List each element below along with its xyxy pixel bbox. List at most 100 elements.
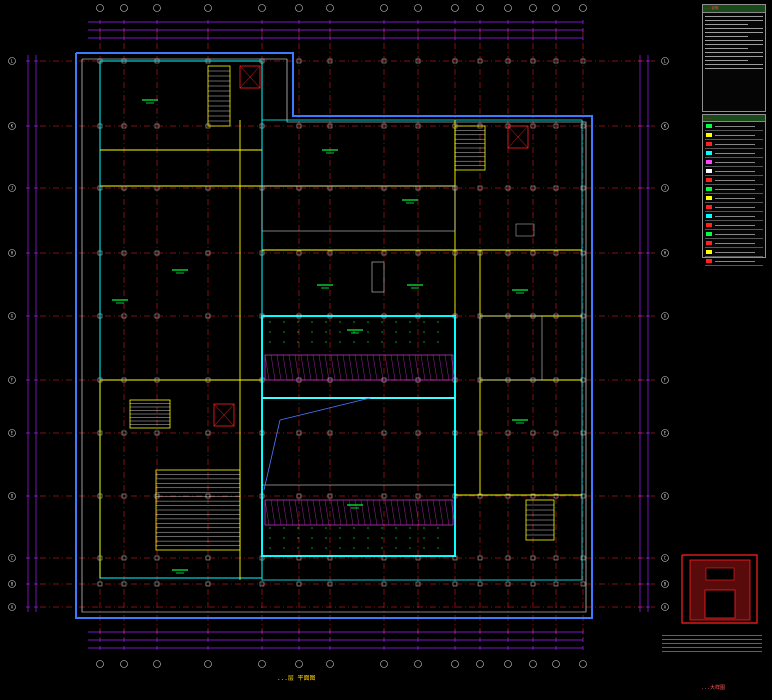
axis-bubble-number [552, 4, 560, 12]
structural-column [97, 123, 103, 129]
structural-column [121, 430, 127, 436]
structural-column [259, 58, 265, 64]
detail-note-line [662, 647, 762, 648]
axis-bubble-letter [8, 580, 16, 588]
hatch-dot [353, 537, 355, 539]
structural-column [154, 58, 160, 64]
notes-line [705, 24, 749, 25]
structural-column [381, 493, 387, 499]
structural-column [381, 123, 387, 129]
hatch-line [366, 354, 372, 381]
elevator-shaft [239, 65, 261, 89]
hatch-line [336, 499, 342, 526]
hatch-line [360, 354, 366, 381]
axis-bubble-number [96, 4, 104, 12]
structural-column [121, 250, 127, 256]
hatch-line [354, 354, 360, 381]
hatch-dot [409, 537, 411, 539]
structural-column [381, 430, 387, 436]
legend-text-line [715, 153, 755, 154]
hatch-dot [395, 321, 397, 323]
hatch-line [348, 499, 354, 526]
structural-column [553, 430, 559, 436]
legend-row [705, 240, 763, 248]
axis-bubble-number [204, 4, 212, 12]
axis-bubble-number [258, 660, 266, 668]
hatch-dot [423, 547, 425, 549]
hatch-line [384, 354, 390, 381]
hatch-dot [269, 527, 271, 529]
hatch-dot [325, 527, 327, 529]
hatch-line [390, 499, 396, 526]
structural-column [259, 493, 265, 499]
elevator-shaft [213, 403, 235, 427]
hatch-line [300, 354, 306, 381]
axis-bubble-number [476, 4, 484, 12]
hatch-line [384, 499, 390, 526]
elevator-cross [507, 125, 529, 149]
structural-column [154, 313, 160, 319]
axis-bubble-letter [661, 376, 669, 384]
axis-bubble-letter-text: G [664, 314, 667, 319]
notes-panel: ...说明 [702, 4, 766, 112]
hatch-line [330, 354, 336, 381]
hatch-line [264, 499, 270, 526]
structural-column [259, 185, 265, 191]
detail-note-line [662, 643, 762, 644]
structural-column [452, 493, 458, 499]
hatch-dot [311, 331, 313, 333]
structural-column [580, 250, 586, 256]
structural-column [580, 555, 586, 561]
axis-bubble-letter-text: E [11, 431, 14, 436]
axis-bubble-letter [8, 603, 16, 611]
structural-column [452, 185, 458, 191]
structural-column [259, 123, 265, 129]
structural-column [477, 185, 483, 191]
structural-column [477, 555, 483, 561]
hatch-line [288, 499, 294, 526]
hatch-line [444, 499, 450, 526]
legend-text-line [715, 234, 755, 235]
detail-note-line [662, 635, 762, 636]
structural-column [327, 581, 333, 587]
axis-bubble-letter-text: D [11, 494, 14, 499]
legend-text-line [715, 198, 755, 199]
hatch-dot [381, 331, 383, 333]
hatch-line [396, 499, 402, 526]
structural-column [154, 250, 160, 256]
axis-bubble-letter-text: B [664, 582, 667, 587]
legend-swatch [706, 250, 712, 254]
legend-text-line [715, 162, 755, 163]
hatch-dot [409, 547, 411, 549]
detail-note-line [662, 651, 762, 652]
structural-column [259, 313, 265, 319]
axis-bubble-letter [661, 580, 669, 588]
structural-column [327, 430, 333, 436]
structural-column [327, 58, 333, 64]
plan-title: ...层 平面图 [277, 675, 316, 682]
structural-column [205, 58, 211, 64]
hatched-areas [264, 321, 456, 549]
hatch-line [396, 354, 402, 381]
hatch-dot [437, 527, 439, 529]
detail-label-box [705, 567, 735, 581]
hatch-dot [353, 331, 355, 333]
structural-column [296, 123, 302, 129]
axis-bubble-number [120, 4, 128, 12]
structural-column [580, 58, 586, 64]
notes-line [705, 60, 749, 61]
structural-column [553, 185, 559, 191]
structural-column [452, 313, 458, 319]
structural-column [505, 313, 511, 319]
axis-bubble-letter [8, 249, 16, 257]
legend-swatch [706, 187, 712, 191]
elevator-shaft [507, 125, 529, 149]
structural-column [327, 185, 333, 191]
detail-outline [681, 554, 758, 624]
axis-bubble-letter [8, 57, 16, 65]
building-outer-outline [75, 52, 593, 619]
hatch-dot [339, 321, 341, 323]
legend-swatch [706, 178, 712, 182]
hatch-line [378, 354, 384, 381]
